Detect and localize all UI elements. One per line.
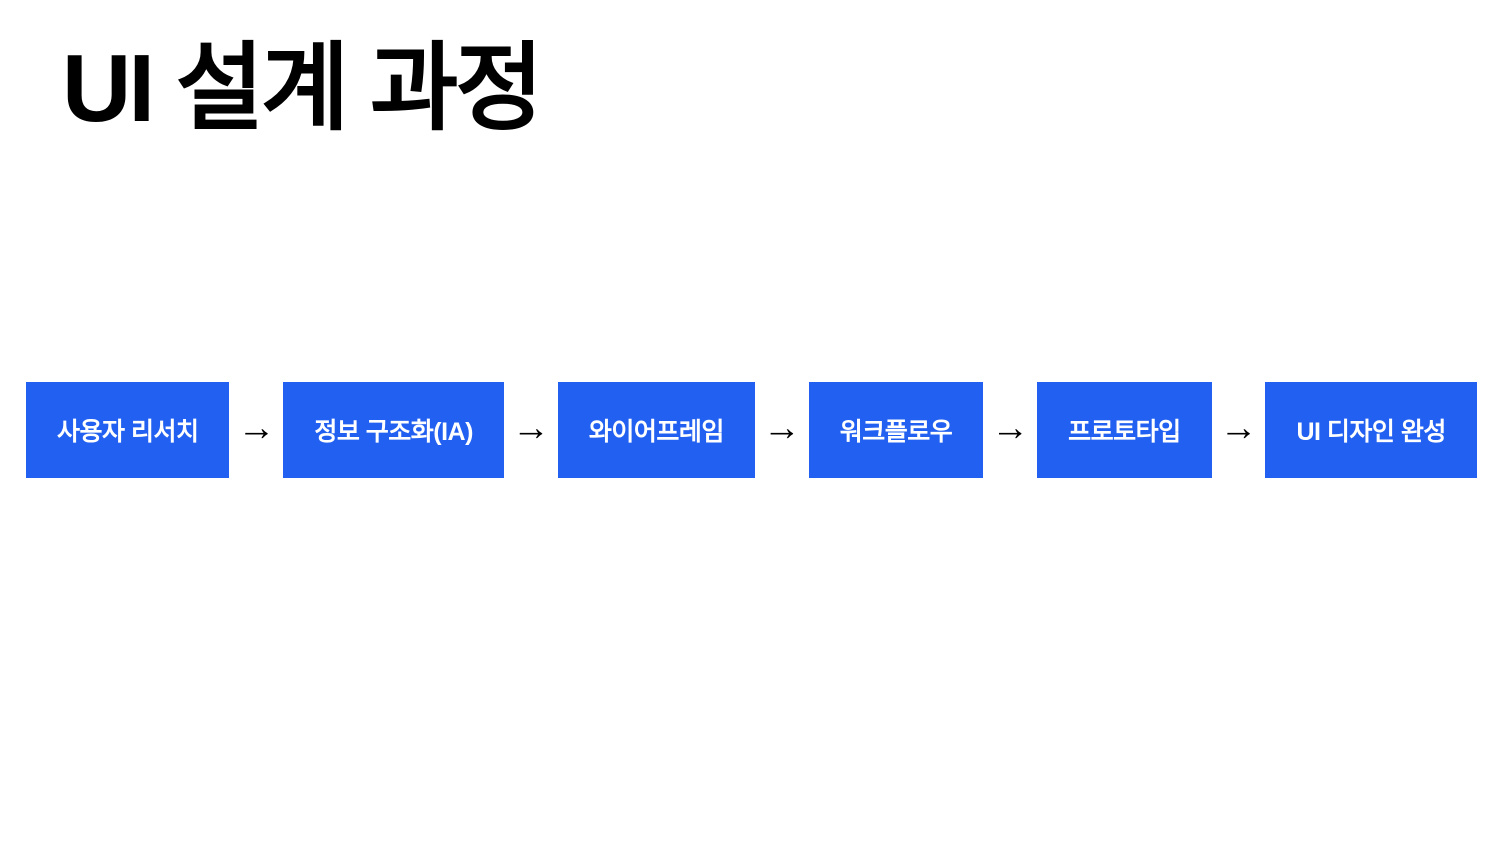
flow-step-label: 프로토타입 [1068,418,1181,446]
flow-step-user-research: 사용자 리서치 [26,382,230,478]
flow-step-label: 사용자 리서치 [57,418,199,446]
arrow-right-icon: → [511,407,550,449]
flow-step-label: 워크플로우 [839,418,953,446]
page-title: UI 설계 과정 [62,35,544,142]
arrow-right-icon: → [1219,407,1258,449]
flow-step-ui-design-complete: UI 디자인 완성 [1265,382,1477,478]
flow-step-information-architecture: 정보 구조화(IA) [283,382,504,478]
arrow-right-icon: → [762,407,801,449]
flow-step-prototype: 프로토타입 [1037,382,1212,478]
process-flow: 사용자 리서치 → 정보 구조화(IA) → 와이어프레임 → 워크플로우 → … [26,382,1477,478]
flow-step-workflow: 워크플로우 [808,382,984,478]
arrow-right-icon: → [991,407,1030,449]
flow-step-label: 정보 구조화(IA) [314,418,473,446]
flow-step-wireframe: 와이어프레임 [557,382,755,478]
flow-step-label: UI 디자인 완성 [1296,418,1446,446]
arrow-right-icon: → [237,407,276,449]
flow-step-label: 와이어프레임 [588,418,725,446]
